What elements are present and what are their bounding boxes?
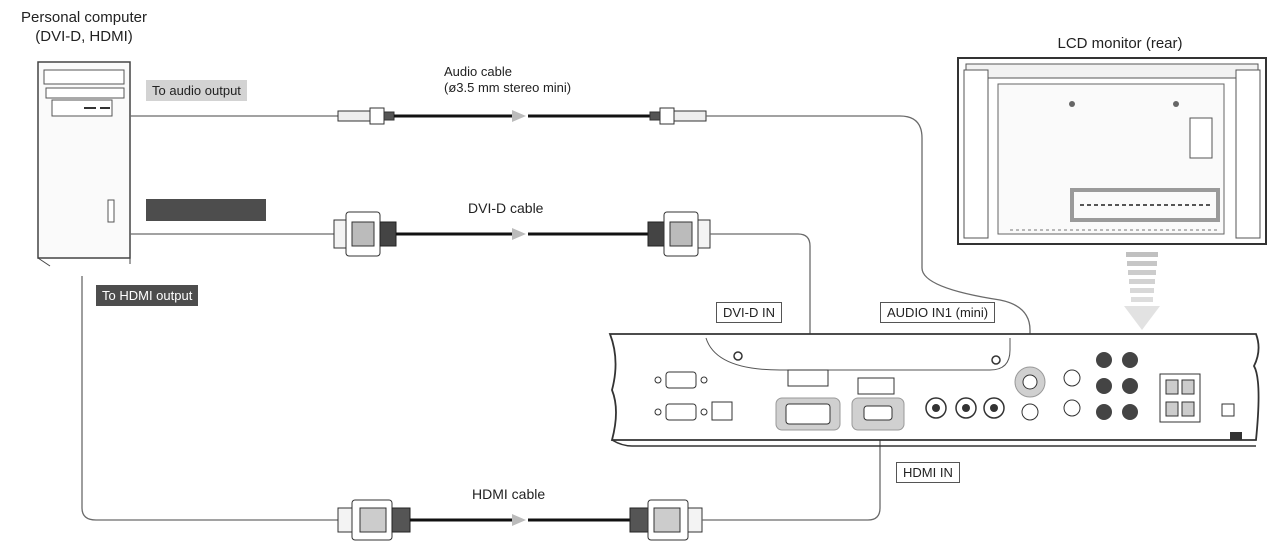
audio-cable — [130, 107, 1031, 372]
to-audio-output-label: To audio output — [146, 80, 247, 101]
terminal-panel — [608, 333, 1260, 447]
monitor-title: LCD monitor (rear) — [1057, 35, 1183, 52]
to-hdmi-output-label: To HDMI output — [96, 285, 199, 306]
dvi-cable — [130, 211, 811, 372]
dvi-cable-label: DVI-D cable — [468, 200, 544, 216]
monitor-rear-illustration — [957, 57, 1267, 245]
audio-cable-label: Audio cable (ø3.5 mm stereo mini) — [444, 64, 571, 96]
pc-tower — [37, 61, 131, 267]
hdmi-in-label: HDMI IN — [896, 462, 960, 483]
audio-cable-line1: Audio cable — [444, 64, 512, 79]
audio-cable-line2: (ø3.5 mm stereo mini) — [444, 80, 572, 95]
zoom-arrow — [1124, 252, 1160, 330]
audio-in-label: AUDIO IN1 (mini) — [880, 302, 996, 323]
hdmi-cable-label: HDMI cable — [472, 486, 546, 502]
pc-title-line1: Personal computer — [21, 9, 147, 26]
redacted-output-bar — [146, 199, 266, 221]
pc-title-line2: (DVI-D, HDMI) — [35, 28, 133, 45]
hdmi-cable — [81, 276, 881, 541]
dvi-in-label: DVI-D IN — [716, 302, 782, 323]
pc-title: Personal computer (DVI-D, HDMI) — [4, 8, 164, 46]
